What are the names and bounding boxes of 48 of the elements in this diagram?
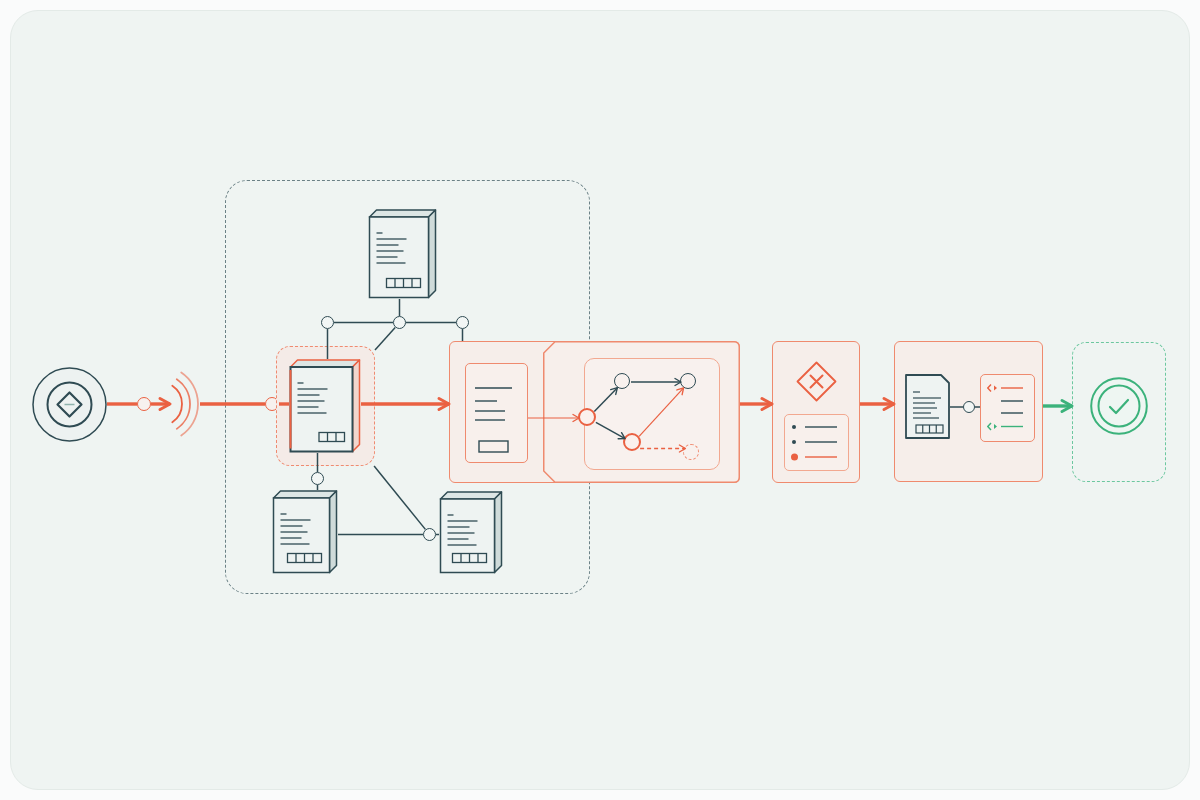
process-panel <box>772 341 860 483</box>
arrow <box>361 397 451 411</box>
arrow <box>638 387 685 437</box>
list-card <box>783 413 849 471</box>
arrow <box>151 397 172 411</box>
connector-line <box>461 328 464 342</box>
cross-diamond-icon <box>795 360 837 402</box>
check-circle-icon <box>1089 376 1148 435</box>
arrow <box>1043 399 1074 413</box>
dashed-goal-frame <box>1072 342 1166 482</box>
arrow <box>593 386 619 413</box>
graph-node-icon <box>623 433 642 452</box>
connector-line <box>374 326 396 351</box>
connector-line <box>326 328 329 360</box>
connector-line <box>337 533 424 536</box>
connector-line <box>398 298 401 317</box>
connector-line <box>435 533 440 536</box>
connector-line <box>107 402 137 406</box>
arrow <box>860 397 896 411</box>
document-card <box>465 363 528 463</box>
connector-line <box>279 402 289 406</box>
code-card <box>979 373 1035 442</box>
arrow <box>630 377 682 387</box>
junction-ring-icon <box>962 400 975 413</box>
server-icon <box>288 358 361 453</box>
connector-line <box>949 406 964 408</box>
process-panel <box>894 341 1043 482</box>
document-icon <box>904 373 950 439</box>
graph-node-icon <box>680 373 697 390</box>
connector-line <box>316 452 319 473</box>
connector-line <box>373 465 427 531</box>
connector-line <box>316 484 319 491</box>
connector-line <box>333 321 394 324</box>
connector-line <box>200 402 265 406</box>
dashed-arrow <box>639 444 687 453</box>
diamond-target-icon <box>32 367 107 442</box>
signal-waves-icon <box>170 370 200 438</box>
connector-line <box>405 321 457 324</box>
arrow <box>740 397 774 411</box>
arrow <box>595 421 626 440</box>
highlight-frame <box>275 345 375 466</box>
connector-line <box>974 406 981 408</box>
server-icon <box>271 489 338 574</box>
arrow <box>527 413 580 423</box>
server-icon <box>367 208 437 299</box>
graph-section-panel <box>542 340 740 483</box>
server-icon <box>438 490 503 574</box>
graph-node-icon <box>614 373 631 390</box>
